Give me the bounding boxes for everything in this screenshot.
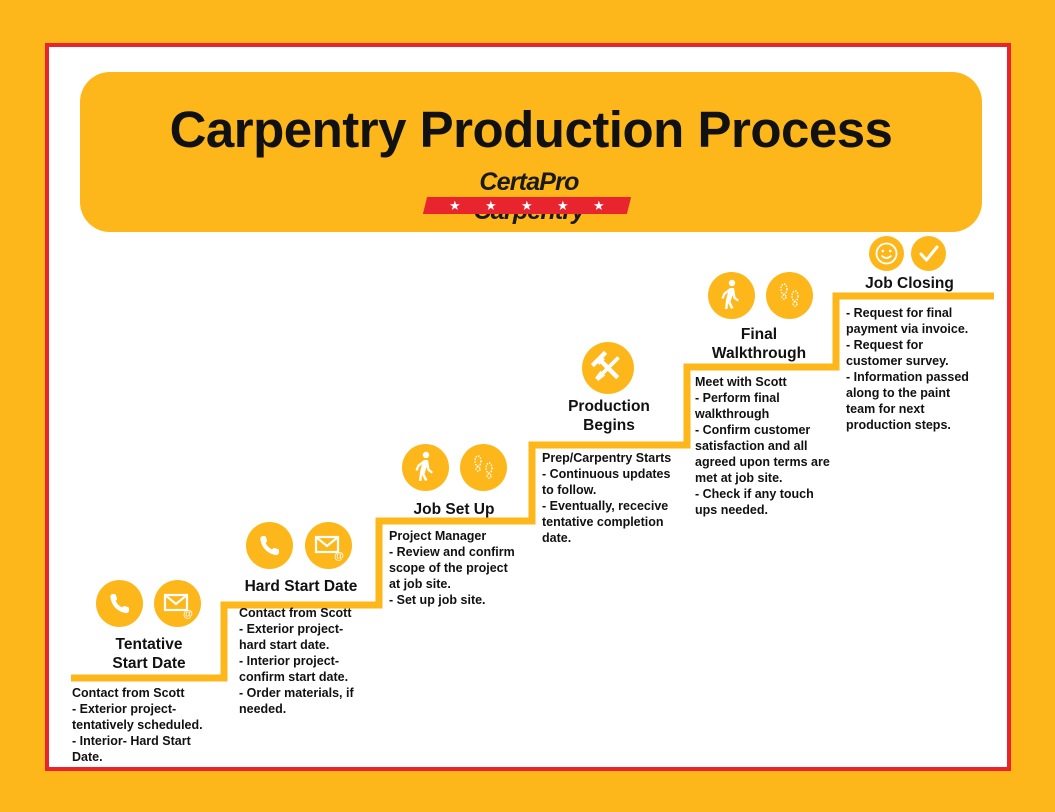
- page-title: Carpentry Production Process: [169, 101, 893, 158]
- certapro-logo: CertaPro Carpentry ★ ★ ★ ★ ★: [422, 168, 635, 225]
- step-2-description: Contact from Scott - Exterior project- h…: [239, 606, 354, 716]
- email-icon: @: [154, 580, 201, 627]
- svg-text:@: @: [183, 609, 193, 620]
- step-5-title: Final Walkthrough: [711, 326, 807, 362]
- walking-person-icon: [402, 444, 449, 491]
- phone-icon: [96, 580, 143, 627]
- infographic-frame: Carpentry Production Process CertaPro Ca…: [45, 43, 1011, 771]
- step-5-description: Meet with Scott - Perform final walkthro…: [695, 375, 830, 517]
- step-2-title: Hard Start Date: [244, 578, 358, 595]
- email-icon: @: [305, 522, 352, 569]
- header-banner: Carpentry Production Process CertaPro Ca…: [80, 72, 982, 232]
- tools-icon: [582, 342, 634, 394]
- step-3-title: Job Set Up: [413, 501, 495, 518]
- svg-text:@: @: [334, 551, 344, 562]
- step-1-description: Contact from Scott - Exterior project- t…: [72, 686, 203, 764]
- step-1-title: Tentative Start Date: [112, 636, 186, 672]
- step-4-description: Prep/Carpentry Starts - Continuous updat…: [542, 451, 672, 545]
- staircase-line: [71, 292, 994, 682]
- step-6-description: - Request for final payment via invoice.…: [846, 306, 969, 432]
- walking-person-icon: [708, 272, 755, 319]
- footprints-icon: [460, 444, 507, 491]
- step-4-title: Production Begins: [568, 398, 650, 434]
- step-6-title: Job Closing: [865, 275, 954, 292]
- phone-icon: [246, 522, 293, 569]
- smiley-icon: [869, 236, 904, 271]
- step-3-description: Project Manager - Review and confirm sco…: [389, 529, 515, 607]
- footprints-icon: [766, 272, 813, 319]
- checkmark-icon: [911, 236, 946, 271]
